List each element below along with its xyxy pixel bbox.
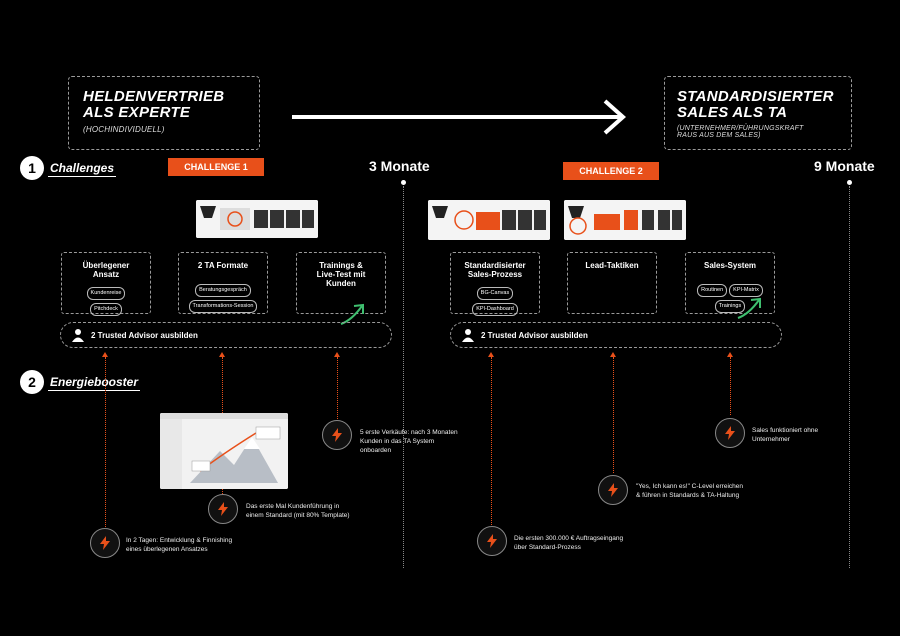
- growth-arrow-icon: [340, 303, 364, 325]
- trusted-advisor-label: 2 Trusted Advisor ausbilden: [481, 330, 588, 340]
- energy-bolt-icon: [208, 494, 238, 524]
- canvas-screenshot-image: [160, 413, 288, 489]
- tag-pitchdeck: Pitchdeck: [90, 303, 122, 316]
- start-state-box: HELDENVERTRIEB ALS EXPERTE (HOCHINDIVIDU…: [68, 76, 260, 150]
- section-number-2: 2: [20, 370, 44, 394]
- section-label-energiebooster: Energiebooster: [48, 375, 141, 391]
- tag-kpi-dashboard: KPI-Dashboard: [472, 303, 518, 316]
- tag-kpi-matrix: KPI-Matrix: [729, 284, 763, 297]
- challenge-1-months: 3 Monate: [369, 158, 430, 174]
- connector-line-3: [337, 357, 338, 419]
- connector-arrow-5: [610, 352, 616, 357]
- slide-thumbnail-3: [564, 200, 686, 240]
- section-label-challenges: Challenges: [48, 161, 117, 177]
- end-subtitle-line2: RAUS AUS DEM SALES): [677, 132, 761, 139]
- trusted-advisor-label: 2 Trusted Advisor ausbilden: [91, 330, 198, 340]
- connector-line-4: [491, 357, 492, 525]
- tag-kundenreise: Kundenreise: [86, 287, 126, 300]
- start-subtitle: (HOCHINDIVIDUELL): [83, 125, 165, 134]
- end-title-line2: SALES ALS TA: [677, 104, 788, 121]
- card-title: Lead-Taktiken: [585, 261, 639, 270]
- slide-thumbnail-2: [428, 200, 550, 240]
- milestone-dot-2: [847, 180, 852, 185]
- trusted-advisor-bar-1: 2 Trusted Advisor ausbilden: [60, 322, 392, 348]
- tag-routinen: Routinen: [697, 284, 728, 297]
- card-title: 2 TA Formate: [197, 261, 249, 270]
- milestone-line-1: [403, 186, 404, 568]
- tag-trainings: Trainings: [714, 300, 746, 313]
- connector-line-2: [222, 357, 223, 413]
- booster-text-5: "Yes, Ich kann es!" C-Level erreichen& f…: [636, 483, 743, 499]
- energy-bolt-icon: [598, 475, 628, 505]
- end-subtitle-line1: (UNTERNEHMER/FÜHRUNGSKRAFT: [677, 125, 804, 132]
- challenge-1-tag: CHALLENGE 1: [168, 158, 264, 176]
- connector-arrow-2: [219, 352, 225, 357]
- tag-transformations-session: Transformations-Session: [188, 300, 258, 313]
- energy-bolt-icon: [322, 420, 352, 450]
- slide-thumbnail-1: [196, 200, 318, 238]
- person-icon: [72, 329, 84, 342]
- connector-arrow-3: [334, 352, 340, 357]
- start-title-line1: HELDENVERTRIEB: [83, 88, 225, 105]
- start-title-line2: ALS EXPERTE: [83, 104, 191, 121]
- connector-line-2b: [222, 488, 223, 494]
- connector-line-6: [730, 357, 731, 415]
- progress-arrow-icon: [292, 99, 627, 135]
- milestone-line-2: [849, 186, 850, 568]
- challenge-2-tag: CHALLENGE 2: [563, 162, 659, 180]
- connector-arrow-4: [488, 352, 494, 357]
- connector-line-1: [105, 357, 106, 527]
- energy-bolt-icon: [477, 526, 507, 556]
- card-ta-formate: 2 TA Formate Beratungsgespräch Transform…: [178, 252, 268, 314]
- person-icon: [462, 329, 474, 342]
- milestone-dot-1: [401, 180, 406, 185]
- section-number-1: 1: [20, 156, 44, 180]
- card-title: Sales-System: [703, 261, 757, 270]
- end-state-box: STANDARDISIERTER SALES ALS TA (UNTERNEHM…: [664, 76, 852, 150]
- challenge-2-months: 9 Monate: [814, 158, 875, 174]
- connector-arrow-6: [727, 352, 733, 357]
- tag-bg-canvas: BG-Canvas: [476, 287, 514, 300]
- card-lead-taktiken: Lead-Taktiken: [567, 252, 657, 314]
- end-title-line1: STANDARDISIERTER: [677, 88, 834, 105]
- trusted-advisor-bar-2: 2 Trusted Advisor ausbilden: [450, 322, 782, 348]
- growth-arrow-icon: [737, 297, 761, 319]
- connector-arrow-1: [102, 352, 108, 357]
- connector-line-5: [613, 357, 614, 473]
- tag-beratungsgespraech: Beratungsgespräch: [195, 284, 251, 297]
- energy-bolt-icon: [90, 528, 120, 558]
- energy-bolt-icon: [715, 418, 745, 448]
